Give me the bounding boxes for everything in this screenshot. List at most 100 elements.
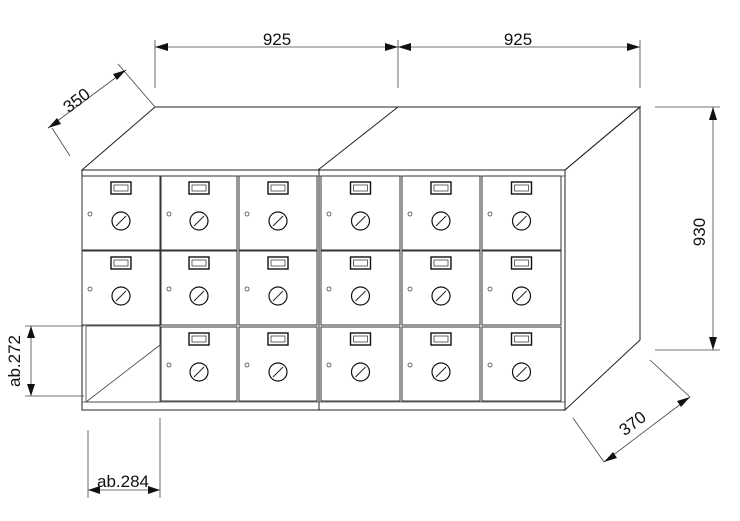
arrow-width-mid-left [385,43,398,51]
key-slot [193,215,205,227]
name-plate-window [113,259,129,267]
dim-depth-top-extension-right [117,63,156,108]
locker-door [320,326,401,402]
arrow-height-top [709,107,717,120]
key-slot [115,290,127,302]
key-slot [435,290,447,302]
door-hinge-dot [244,362,250,368]
locker-door [160,175,238,251]
door-hinge-dot [166,362,172,368]
dim-depth-top-line [47,69,127,129]
door-hinge-dot [487,286,493,292]
dim-label-height: 930 [690,218,709,246]
name-plate-window [191,184,207,192]
open-compartment-floor-edge [85,344,161,403]
locker-door [320,175,401,251]
arrow-open-height-bottom [27,384,35,396]
name-plate-window [191,259,207,267]
locker-door [160,326,238,402]
key-slot [272,215,284,227]
key-slot [355,366,366,378]
dim-depth-bottom-extension-right [649,359,691,398]
key-slot [272,290,284,302]
name-plate-window [113,184,129,192]
door-hinge-dot [326,211,332,217]
key-slot [516,366,527,378]
arrow-depth-bottom-right [677,397,690,407]
dim-depth-top-extension-left [51,127,71,157]
name-plate-window [270,184,286,192]
dim-depth-bottom-extension-left [572,417,605,463]
dim-label-left-width: 925 [263,30,291,49]
arrow-open-width-right [148,486,160,494]
dimension-lines [25,40,720,498]
locker-door [238,250,318,326]
door-hinge-dot [166,286,172,292]
locker-door [320,250,401,326]
dim-depth-bottom-line [603,396,691,463]
door-hinge-dot [487,362,493,368]
locker-door [401,175,481,251]
locker-door [238,175,318,251]
name-plate-window [353,259,368,267]
door-hinge-dot [326,362,332,368]
key-slot [435,366,447,378]
arrow-width-right [627,43,640,51]
name-plate-window [433,259,449,267]
key-slot [193,366,205,378]
key-slot [355,290,366,302]
locker-door [481,250,562,326]
door-hinge-dot [407,211,413,217]
dim-label-open-width: ab.284 [97,472,149,491]
key-slot [435,215,447,227]
dim-label-right-width: 925 [504,30,532,49]
locker-door [81,175,161,251]
name-plate-window [270,335,286,343]
name-plate-window [433,335,449,343]
key-slot [516,290,527,302]
locker-door [401,326,481,402]
locker-door [401,250,481,326]
door-hinge-dot [166,211,172,217]
arrow-width-mid-right [398,43,411,51]
name-plate-window [433,184,449,192]
arrow-width-left [155,43,168,51]
cabinet-top [80,106,642,171]
locker-door [481,326,562,402]
name-plate-window [191,335,207,343]
door-hinge-dot [87,211,93,217]
open-compartment-frame [85,325,161,403]
door-hinge-dot [407,286,413,292]
name-plate-window [514,184,529,192]
key-slot [115,215,127,227]
key-slot [355,215,366,227]
door-hinge-dot [326,286,332,292]
key-slot [193,290,205,302]
key-slot [272,366,284,378]
name-plate-window [514,259,529,267]
dim-label-depth-top: 350 [60,84,94,116]
key-slot [516,215,527,227]
locker-door [238,326,318,402]
locker-door [481,175,562,251]
door-hinge-dot [244,286,250,292]
name-plate-window [514,335,529,343]
arrow-height-bottom [709,337,717,350]
door-hinge-dot [87,286,93,292]
door-hinge-dot [244,211,250,217]
top-split-line [317,106,399,171]
door-hinge-dot [487,211,493,217]
locker-door [160,250,238,326]
name-plate-window [353,184,368,192]
dim-label-open-height: ab.272 [5,335,24,387]
open-compartment [85,325,161,403]
cabinet-side [564,105,641,412]
arrow-depth-bottom-left [604,452,617,462]
arrow-open-height-top [27,326,35,338]
locker-door [81,250,161,326]
arrow-open-width-left [88,486,100,494]
arrow-depth-top-left [48,118,61,128]
dim-label-depth-bottom: 370 [616,407,650,439]
